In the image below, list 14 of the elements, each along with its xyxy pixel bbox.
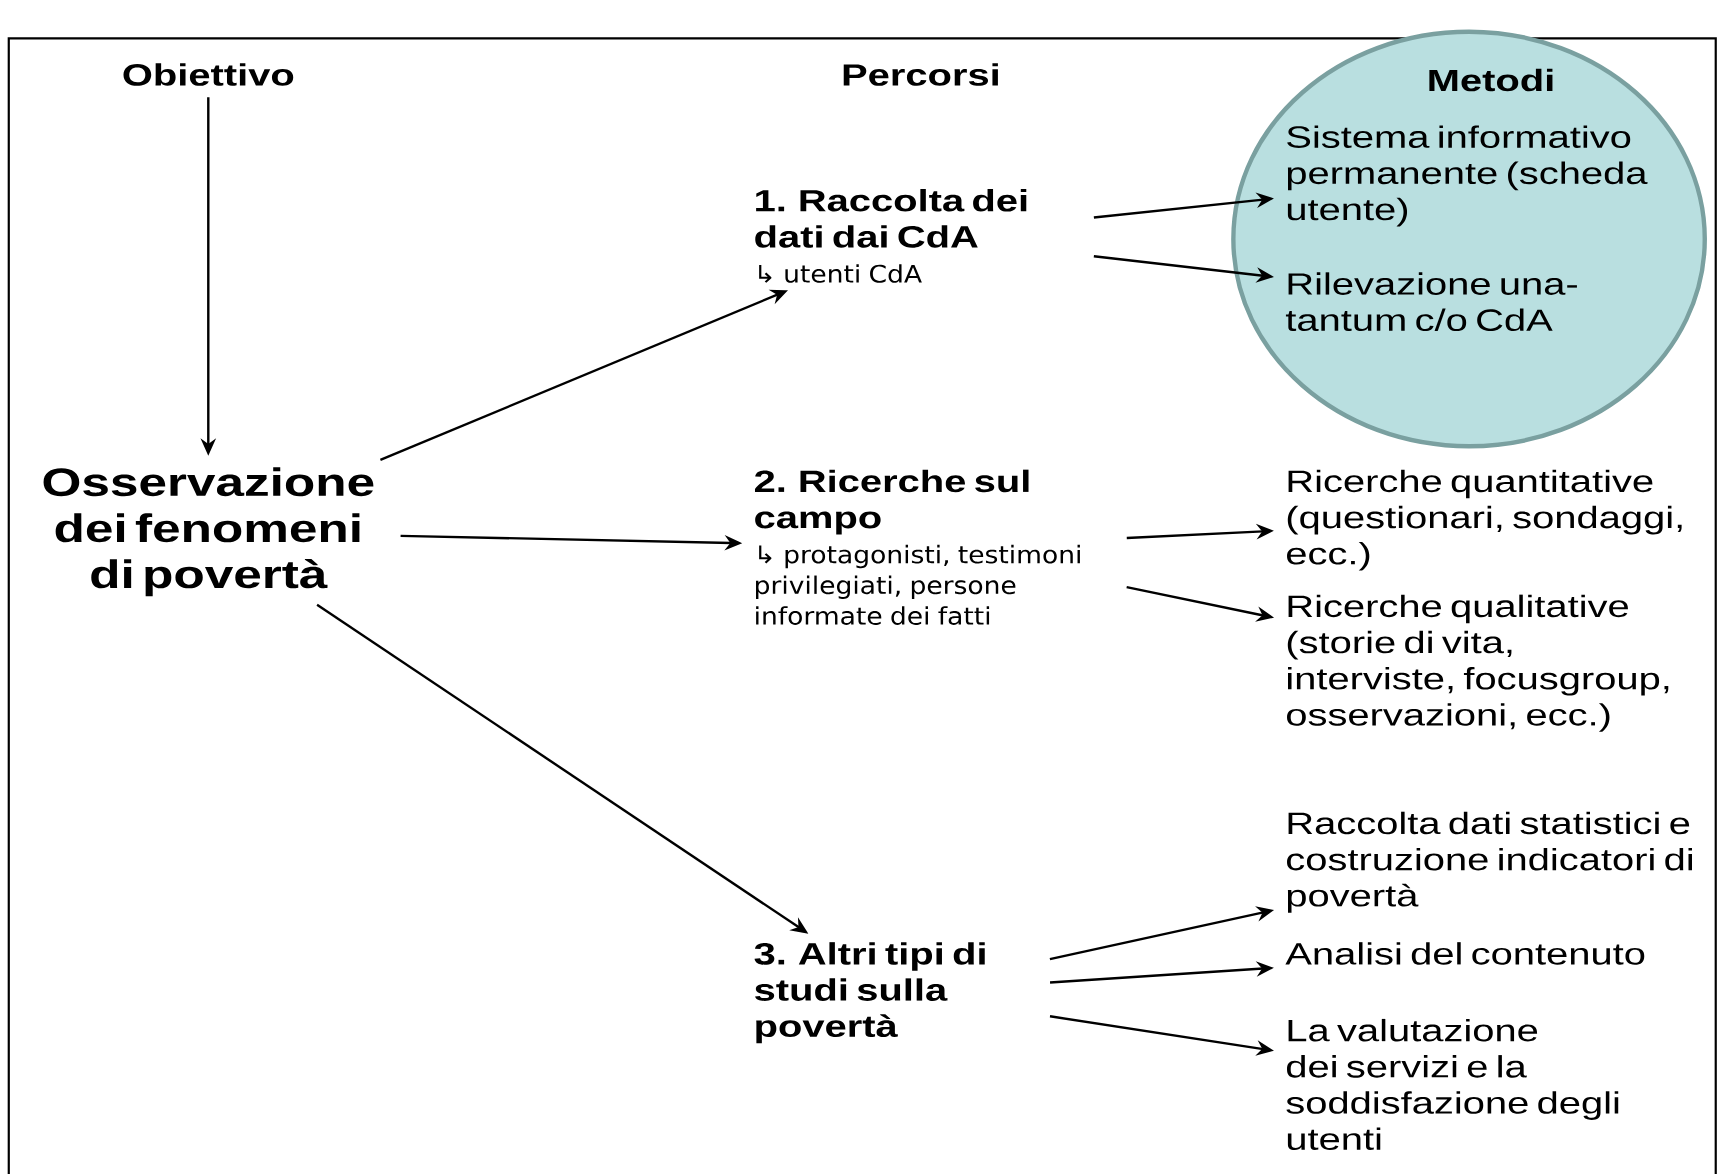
method-text: Rilevazione una-tantum c/o CdA <box>1285 272 1577 331</box>
method-text: Sistema informativo permanente (scheda utente) <box>1287 125 1648 227</box>
goal-text: Osservazione dei fenomeni di povertà <box>43 467 374 597</box>
path-text: 1. Raccolta dei dati dai CdA ↳ utenti CdA <box>755 188 1027 283</box>
column-heading: Obiettivo <box>123 63 294 86</box>
path-text: 3. Altri tipi di studi sulla povertà <box>754 942 985 1044</box>
heading: Metodi <box>1429 68 1553 92</box>
method-text: Raccolta dati statistici e costruzione indicatori di povertà <box>1287 811 1692 913</box>
method-text: Analisi del contenuto <box>1285 942 1645 965</box>
method-text: Ricerche qualitative (storie di vita, interviste, focusgroup, osservazioni, ecc.) <box>1287 594 1669 732</box>
path-text: 2. Ricerche sul campo ↳ protagonisti, testimoni privilegiati, persone informate dei fatti <box>755 469 1080 625</box>
column-heading: Percorsi <box>843 63 998 86</box>
method-text: Ricerche quantitative (questionari, sondaggi, ecc.) <box>1287 469 1682 571</box>
method-text: La valutazione dei servizi e la soddisfazione degli utenti <box>1286 1018 1619 1150</box>
